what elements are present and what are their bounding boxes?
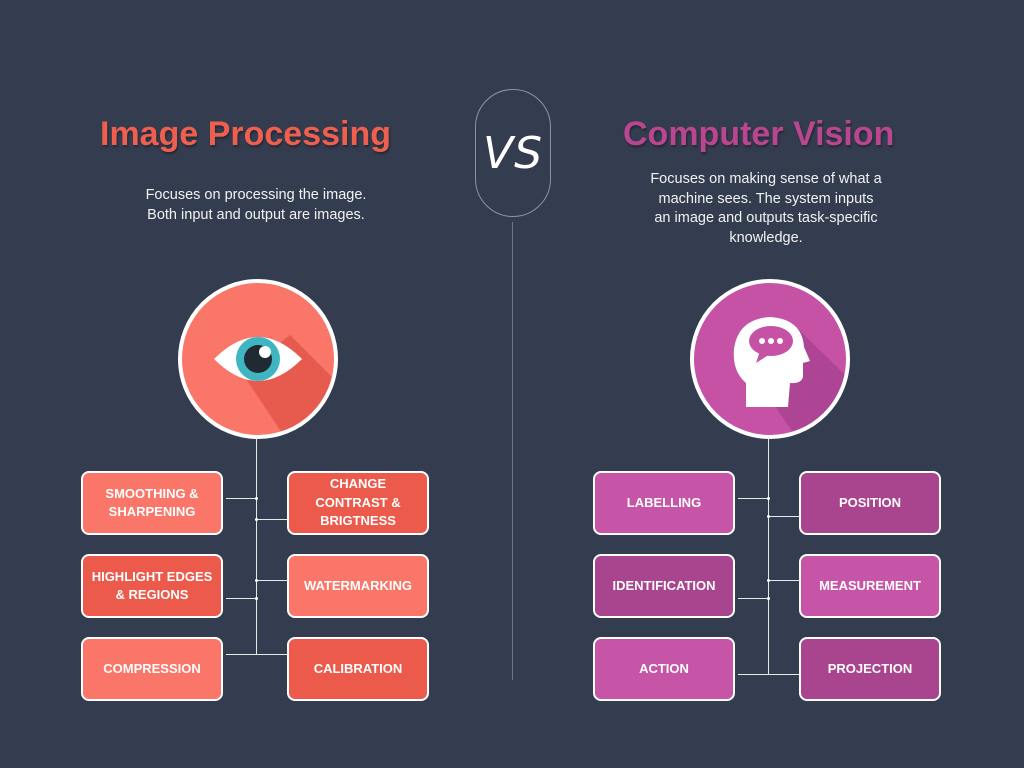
- connector-dot: [255, 597, 258, 600]
- box-measurement: MEASUREMENT: [799, 554, 941, 618]
- box-smoothing-sharpening: SMOOTHING & SHARPENING: [81, 471, 223, 535]
- connector-dot: [767, 579, 770, 582]
- box-label: WATERMARKING: [303, 577, 413, 593]
- box-change-contrast: CHANGE CONTRAST & BRIGTNESS: [287, 471, 429, 535]
- eye-icon: [214, 335, 334, 435]
- right-connector: [738, 598, 769, 599]
- left-connector: [226, 498, 257, 499]
- vs-badge: VS: [475, 89, 551, 217]
- box-label: ACTION: [639, 660, 689, 676]
- box-highlight-edges: HIGHLIGHT EDGES & REGIONS: [81, 554, 223, 618]
- connector-dot: [255, 518, 258, 521]
- box-label: PROJECTION: [827, 660, 913, 676]
- box-position: POSITION: [799, 471, 941, 535]
- left-connector: [226, 654, 287, 655]
- description-line: machine sees. The system inputs: [658, 190, 874, 207]
- box-projection: PROJECTION: [799, 637, 941, 701]
- connector-dot: [767, 597, 770, 600]
- left-connector-trunk: [256, 437, 257, 655]
- image-processing-description: Focuses on processing the image. Both in…: [106, 186, 406, 225]
- description-line: Focuses on processing the image.: [145, 187, 367, 203]
- box-label: COMPRESSION: [103, 660, 201, 676]
- description-line: knowledge.: [729, 229, 803, 246]
- head-thought-icon: [733, 317, 846, 435]
- connector-dot: [255, 579, 258, 582]
- computer-vision-description: Focuses on making sense of what a machin…: [616, 170, 916, 248]
- box-label: HIGHLIGHT EDGES & REGIONS: [91, 568, 213, 603]
- left-connector: [256, 580, 287, 581]
- connector-dot: [255, 497, 258, 500]
- connector-dot: [767, 515, 770, 518]
- left-connector: [256, 519, 287, 520]
- box-label: CHANGE CONTRAST & BRIGTNESS: [315, 476, 401, 529]
- vs-label: VS: [482, 127, 544, 179]
- description-line: an image and outputs task-specific: [654, 210, 878, 226]
- box-watermarking: WATERMARKING: [287, 554, 429, 618]
- box-label: MEASUREMENT: [819, 577, 921, 593]
- box-calibration: CALIBRATION: [287, 637, 429, 701]
- connector-dot: [767, 497, 770, 500]
- box-label: POSITION: [838, 494, 902, 510]
- box-label: SMOOTHING & SHARPENING: [105, 485, 199, 520]
- right-connector-trunk: [768, 437, 769, 675]
- left-connector: [226, 598, 257, 599]
- description-line: Both input and output are images.: [147, 206, 365, 223]
- right-connector: [768, 516, 799, 517]
- center-divider: [512, 222, 513, 680]
- box-label: IDENTIFICATION: [612, 577, 716, 593]
- right-connector: [738, 498, 769, 499]
- box-compression: COMPRESSION: [81, 637, 223, 701]
- description-line: Focuses on making sense of what a: [650, 171, 882, 187]
- computer-vision-title: Computer Vision: [623, 115, 895, 153]
- right-connector: [738, 674, 799, 675]
- image-processing-title: Image Processing: [100, 115, 392, 153]
- computer-vision-icon-circle: [690, 279, 850, 439]
- box-label: LABELLING: [626, 494, 702, 510]
- right-connector: [768, 580, 799, 581]
- box-action: ACTION: [593, 637, 735, 701]
- image-processing-icon-circle: [178, 279, 338, 439]
- box-identification: IDENTIFICATION: [593, 554, 735, 618]
- box-label: CALIBRATION: [313, 660, 403, 676]
- box-labelling: LABELLING: [593, 471, 735, 535]
